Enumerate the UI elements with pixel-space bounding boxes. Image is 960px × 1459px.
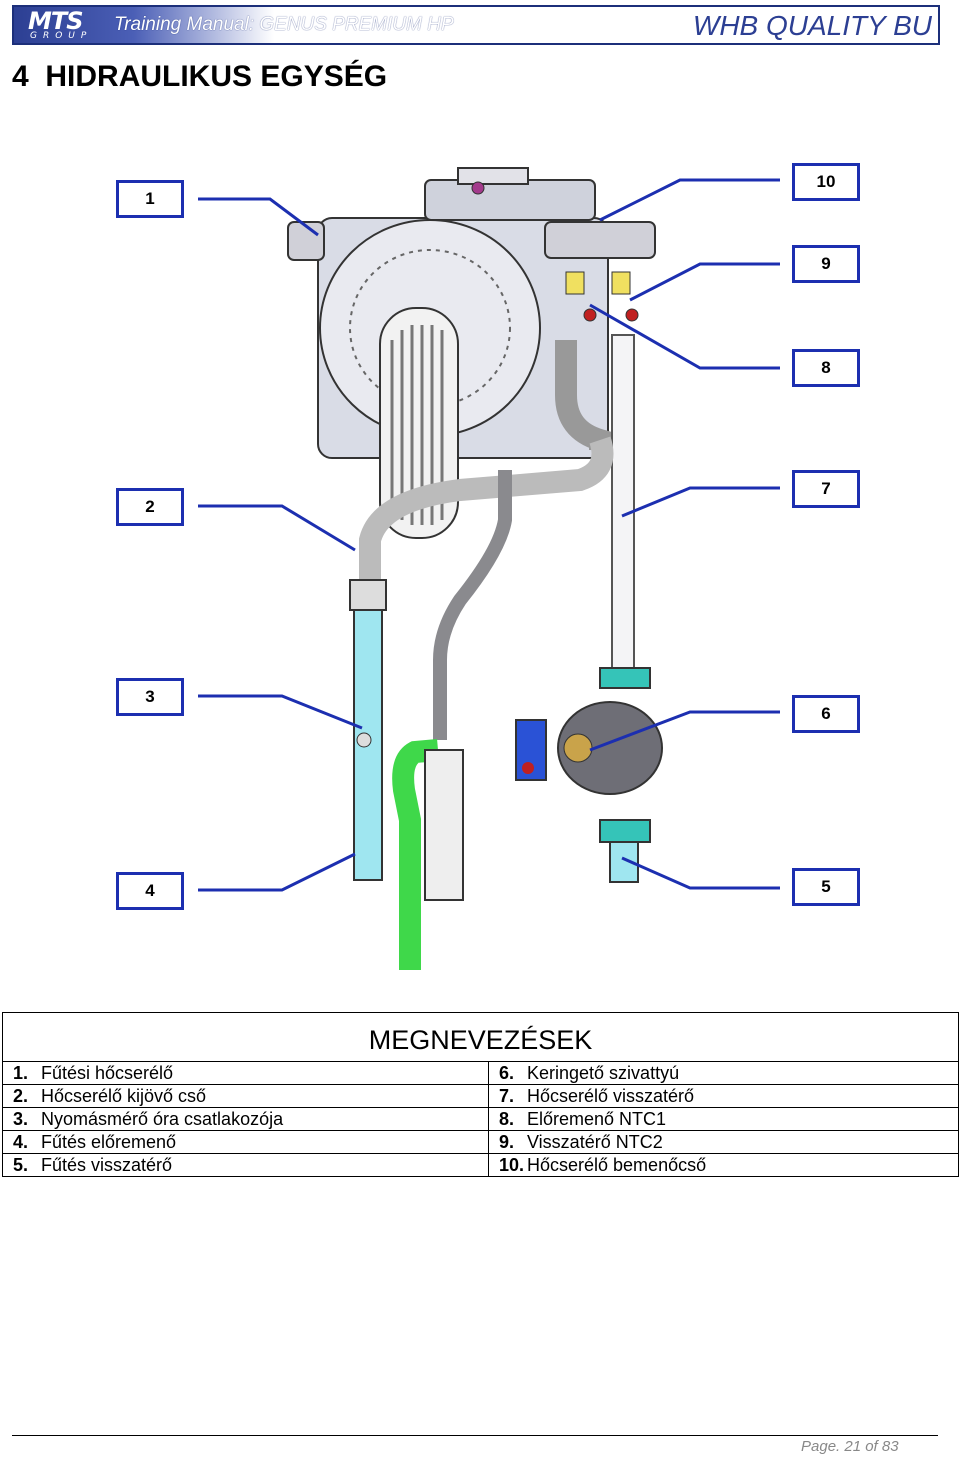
circulating-pump [557, 701, 663, 795]
legend-number: 7. [499, 1085, 515, 1106]
section-title: HIDRAULIKUS EGYSÉG [45, 60, 388, 93]
legend-number: 9. [499, 1131, 515, 1152]
ntc-sensor-1 [583, 308, 597, 322]
logo-sub-text: GROUP [30, 31, 93, 41]
section-number: 4 [12, 60, 29, 93]
pump-terminal-box [515, 719, 547, 781]
legend-label: Hőcserélő bemenőcső [527, 1154, 707, 1175]
legend-row: 3. Nyomásmérő óra csatlakozója 8. Előremen… [2, 1107, 959, 1131]
outlet-pipe [359, 436, 614, 580]
pipe-sleeve [424, 749, 464, 901]
purge-valve [471, 181, 485, 195]
legend-label: Fűtés előremenő [41, 1131, 177, 1152]
legend-row: 2. Hőcserélő kijövő cső 7. Hőcserélő vissz… [2, 1084, 959, 1108]
legend-label: Előremenő NTC1 [527, 1108, 667, 1129]
callout-2: 2 [116, 488, 184, 526]
legend-label: Visszatérő NTC2 [527, 1131, 663, 1152]
inlet-cap [457, 167, 529, 185]
pump-cap [563, 733, 593, 763]
callout-7: 7 [792, 470, 860, 508]
top-cover [424, 179, 596, 221]
page-number: Page. 21 of 83 [801, 1438, 899, 1455]
callout-1: 1 [116, 180, 184, 218]
section-heading: 4 HIDRAULIKUS EGYSÉG [12, 60, 387, 94]
right-vertical-pipe [611, 334, 635, 671]
legend-heading: MEGNEVEZÉSEK [2, 1012, 959, 1062]
flex-pipe [433, 470, 512, 740]
legend-number: 4. [13, 1131, 29, 1152]
legend-row: 4. Fűtés előremenő 9. Visszatérő NTC2 [2, 1130, 959, 1154]
pump-union-top [599, 667, 651, 689]
page-header: MTS GROUP Training Manual: GENUS PREMIUM… [12, 5, 940, 45]
callout-10: 10 [792, 163, 860, 201]
mts-logo: MTS GROUP [20, 7, 112, 43]
legend-label: Fűtés visszatérő [41, 1154, 173, 1175]
legend-number: 3. [13, 1108, 29, 1129]
hydraulic-unit-diagram: 1 2 3 4 5 6 7 8 9 10 [0, 140, 960, 980]
business-unit: WHB QUALITY BU [692, 10, 932, 41]
legend-label: Nyomásmérő óra csatlakozója [41, 1108, 284, 1129]
callout-3: 3 [116, 678, 184, 716]
legend-number: 10. [499, 1154, 525, 1175]
callout-4: 4 [116, 872, 184, 910]
legend-row: 1. Fűtési hőcserélő 6. Keringető szivattyú [2, 1061, 959, 1085]
legend-row: 5. Fűtés visszatérő 10.Hőcserélő bemenőcs… [2, 1153, 959, 1177]
callout-6: 6 [792, 695, 860, 733]
legend-number: 2. [13, 1085, 29, 1106]
legend-label: Hőcserélő kijövő cső [41, 1085, 207, 1106]
legend-label: Keringető szivattyú [527, 1062, 680, 1083]
document-title: Training Manual: GENUS PREMIUM HP [114, 14, 454, 35]
exchanger-return-pipe [555, 340, 611, 451]
top-right-manifold [544, 221, 656, 259]
logo-main-text: MTS [28, 7, 84, 35]
legend-label: Hőcserélő visszatérő [527, 1085, 695, 1106]
exchanger-tube-pack [379, 307, 459, 539]
green-flow-pipe [392, 739, 439, 970]
legend-table: MEGNEVEZÉSEK 1. Fűtési hőcserélő 6. Kering… [2, 1012, 959, 1177]
pressure-gauge-port [356, 732, 372, 748]
legend-number: 6. [499, 1062, 515, 1083]
legend-number: 8. [499, 1108, 515, 1129]
legend-number: 1. [13, 1062, 29, 1083]
callout-9: 9 [792, 245, 860, 283]
callout-8: 8 [792, 349, 860, 387]
ntc-sensor-2 [625, 308, 639, 322]
leader-lines [198, 178, 780, 892]
callout-5: 5 [792, 868, 860, 906]
footer-divider [12, 1435, 938, 1436]
legend-label: Fűtési hőcserélő [41, 1062, 174, 1083]
pump-union-bottom [599, 819, 651, 843]
hydraulic-illustration [198, 167, 780, 970]
legend-number: 5. [13, 1154, 29, 1175]
